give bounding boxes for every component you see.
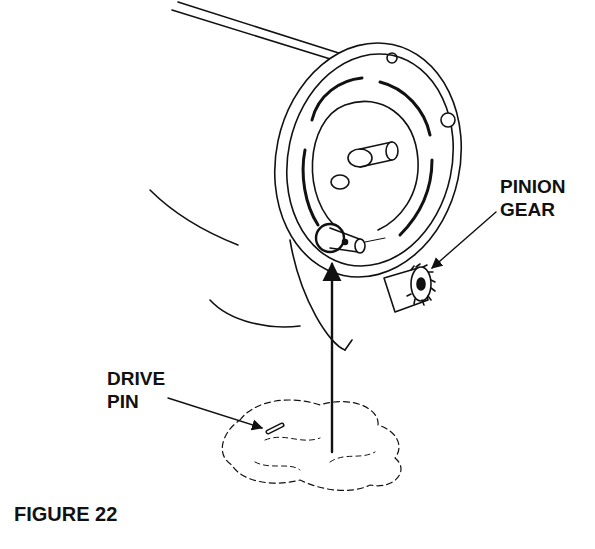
figure-caption: FIGURE 22: [14, 502, 214, 526]
part-label: DRIVE PIN: [107, 368, 177, 414]
part-label: PINION GEAR: [500, 176, 588, 222]
